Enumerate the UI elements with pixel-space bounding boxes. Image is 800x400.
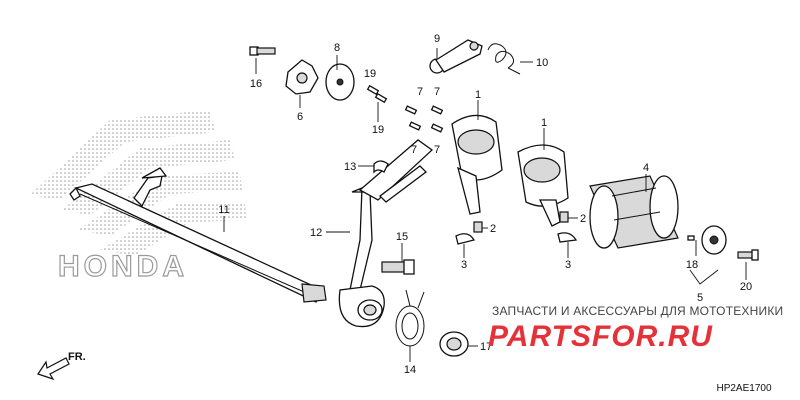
callout-15: 15 xyxy=(396,231,408,243)
callout-7-a: 7 xyxy=(417,86,423,98)
watermark-tagline: ЗАПЧАСТИ И АКСЕССУАРЫ ДЛЯ МОТОТЕХНИКИ xyxy=(492,304,783,318)
part-11-shift-spindle xyxy=(69,167,327,303)
callout-7-d: 7 xyxy=(434,144,440,156)
callout-13: 13 xyxy=(344,161,356,173)
callout-4: 4 xyxy=(643,162,649,174)
part-13-clip xyxy=(373,160,389,174)
callout-7-b: 7 xyxy=(434,86,440,98)
part-7-pins xyxy=(404,105,444,133)
part-2-fork-pins xyxy=(473,211,569,233)
part-15-bolt xyxy=(381,259,415,275)
callout-2-right: 2 xyxy=(580,213,586,225)
partsfor-watermark: ЗАПЧАСТИ И АКСЕССУАРЫ ДЛЯ МОТОТЕХНИКИ PA… xyxy=(488,304,783,353)
part-1-shift-fork-left xyxy=(451,114,503,215)
part-19-pins xyxy=(366,84,388,104)
callout-3-right: 3 xyxy=(565,259,571,271)
part-1-shift-fork-right xyxy=(517,144,569,227)
callout-16: 16 xyxy=(250,78,262,90)
callout-7-c: 7 xyxy=(411,144,417,156)
callout-14: 14 xyxy=(404,364,416,376)
callout-numbers: 8 16 6 19 19 7 7 7 7 9 10 1 1 13 4 11 12… xyxy=(218,33,752,376)
callout-11: 11 xyxy=(218,204,229,216)
callout-3-left: 3 xyxy=(461,259,467,271)
part-5-drum-center xyxy=(701,225,727,255)
callout-12: 12 xyxy=(310,227,322,239)
callout-2-left: 2 xyxy=(490,223,496,235)
part-10-spring xyxy=(487,43,521,75)
leader-lines xyxy=(223,48,747,362)
part-14-return-spring xyxy=(395,289,425,347)
callout-18: 18 xyxy=(686,259,698,271)
callout-19-bottom: 19 xyxy=(372,124,384,136)
callout-8: 8 xyxy=(334,42,340,54)
callout-9: 9 xyxy=(434,33,440,45)
part-16-bolt xyxy=(249,46,276,56)
part-20-bolt xyxy=(737,249,759,261)
honda-logo-text: HONDA xyxy=(58,250,188,283)
callout-1-right: 1 xyxy=(541,117,547,129)
callout-6: 6 xyxy=(297,111,303,123)
direction-label: FR. xyxy=(68,351,86,363)
part-8-plate xyxy=(325,63,355,101)
part-4-shift-drum xyxy=(589,175,679,249)
arrow-icon xyxy=(37,357,70,381)
callout-20: 20 xyxy=(740,281,752,293)
callout-10: 10 xyxy=(536,57,548,69)
callout-19-top: 19 xyxy=(364,68,376,80)
diagram-code: HP2AE1700 xyxy=(716,383,771,394)
front-direction-indicator: FR. xyxy=(37,351,86,381)
watermark-brand: PARTSFOR.RU xyxy=(488,320,713,353)
part-18-pin xyxy=(687,235,695,241)
part-17-oil-seal xyxy=(439,331,469,357)
callout-1-left: 1 xyxy=(475,89,481,101)
part-3-cotter-pins xyxy=(455,232,578,245)
part-6-stopper-plate xyxy=(285,59,319,95)
part-12-shift-arm xyxy=(338,139,434,328)
callout-17: 17 xyxy=(480,341,492,353)
part-9-stopper-arm xyxy=(429,39,483,74)
callout-5: 5 xyxy=(697,292,703,304)
